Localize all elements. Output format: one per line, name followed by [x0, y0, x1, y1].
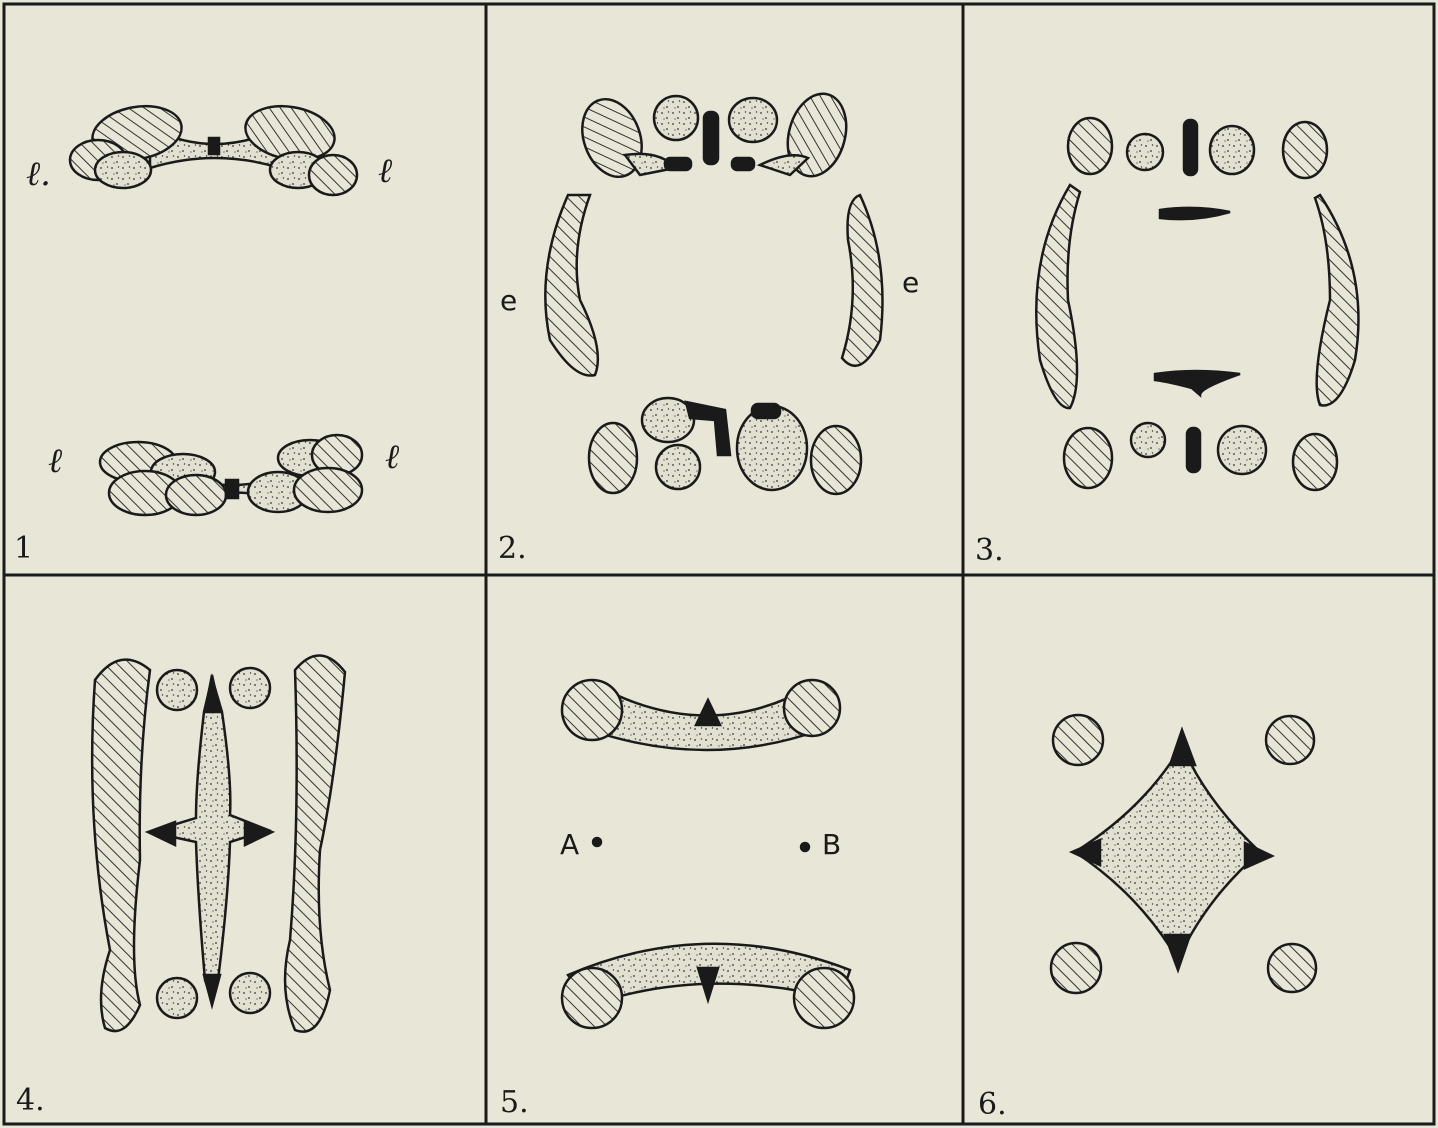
panel-5-label-b: B: [822, 828, 841, 861]
panel-6: [1051, 715, 1316, 993]
panel-1-number: 1: [14, 531, 33, 566]
panel-5-label-a: A: [560, 828, 579, 861]
panel-1-label-l-lower-left: ℓ: [48, 441, 62, 481]
panel-2-label-e-left: e: [500, 284, 517, 317]
panel-5: [562, 680, 854, 1028]
panel-3: [1036, 118, 1358, 490]
panel-2-number: 2.: [498, 531, 527, 566]
panel-6-number: 6.: [978, 1087, 1007, 1122]
panel-1-label-l-upper-left: ℓ.: [26, 154, 51, 194]
panel-4: [92, 655, 345, 1031]
panel-4-number: 4.: [16, 1083, 45, 1118]
panel-3-number: 3.: [975, 533, 1004, 568]
panel-1-label-l-lower-right: ℓ: [385, 437, 399, 477]
panel-2-label-e-right: e: [902, 266, 919, 299]
panel-5-number: 5.: [500, 1085, 529, 1120]
panel-1: [70, 100, 362, 515]
panel-2: [545, 87, 882, 494]
panel-1-label-l-upper-right: ℓ: [378, 151, 392, 191]
